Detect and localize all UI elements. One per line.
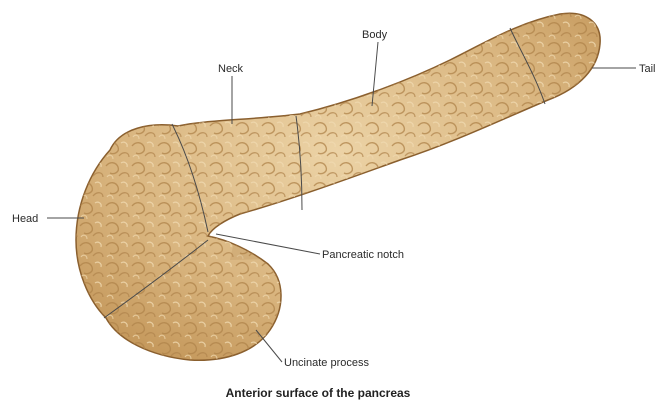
label-tail-group: Tail — [592, 63, 656, 75]
uncinate-process-leader-line — [256, 330, 282, 362]
label-neck: Neck — [218, 63, 244, 75]
label-head: Head — [12, 213, 38, 225]
label-head-group: Head — [12, 213, 84, 225]
label-pancreatic-notch: Pancreatic notch — [322, 249, 404, 261]
figure-caption: Anterior surface of the pancreas — [226, 386, 411, 400]
pancreas-illustration — [60, 0, 620, 380]
label-tail: Tail — [639, 63, 656, 75]
label-neck-group: Neck — [218, 63, 244, 124]
label-body: Body — [362, 29, 388, 41]
label-uncinate-process: Uncinate process — [284, 357, 369, 369]
lobule-texture — [60, 0, 620, 380]
label-uncinate-process-group: Uncinate process — [256, 330, 369, 369]
